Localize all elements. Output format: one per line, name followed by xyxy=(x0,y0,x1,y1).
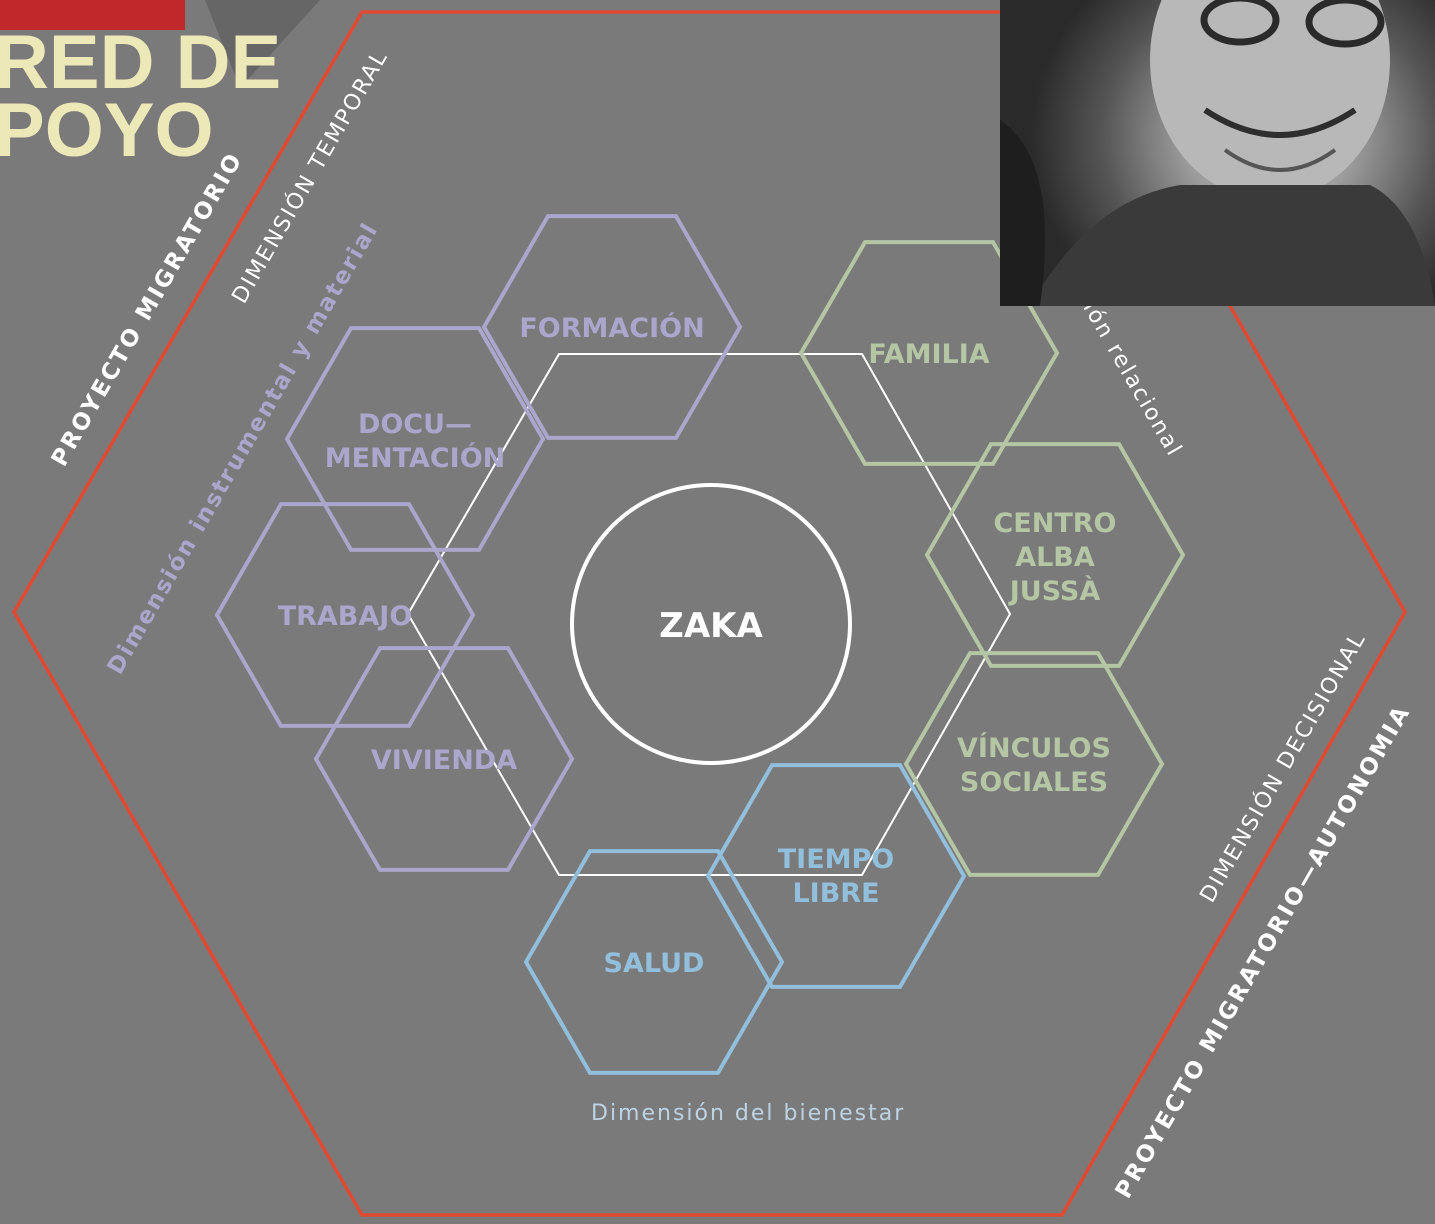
hexagon-salud xyxy=(523,849,785,1075)
hexagon-label-vinculos: SOCIALES xyxy=(960,767,1108,798)
title-block xyxy=(0,0,185,30)
portrait-photo xyxy=(1000,0,1435,306)
corner-chevron-shape xyxy=(150,0,320,88)
hexagon-label-centro: ALBA xyxy=(1015,542,1095,573)
hexagon-centro xyxy=(924,442,1186,668)
hexagon-vinculos xyxy=(903,651,1165,877)
title-line-1: RED DE xyxy=(0,20,281,105)
hexagon-label-familia: FAMILIA xyxy=(868,339,989,370)
hexagon-label-vinculos: VÍNCULOS xyxy=(957,732,1111,764)
hexagon-tiempo xyxy=(705,763,967,989)
hexagon-familia xyxy=(798,240,1060,466)
project-left-label: PROYECTO MIGRATORIO xyxy=(47,148,249,471)
hexagon-formacion xyxy=(481,214,743,440)
hexagon-label-tiempo: LIBRE xyxy=(792,878,879,909)
hexagon-label-formacion: FORMACIÓN xyxy=(519,312,704,344)
dimension-bienestar-label: Dimensión del bienestar xyxy=(591,1101,905,1126)
center-label: ZAKA xyxy=(659,606,763,646)
hexagon-trabajo xyxy=(214,502,476,728)
title-line-2: POYO xyxy=(0,88,214,173)
hexagon-label-tiempo: TIEMPO xyxy=(778,844,895,875)
hexagon-label-documentacion: DOCU— xyxy=(358,409,472,440)
dimension-decisional-label: DIMENSIÓN DECISIONAL xyxy=(1195,627,1372,907)
hexagon-label-trabajo: TRABAJO xyxy=(278,601,413,632)
center-circle xyxy=(570,483,852,765)
inner-hexagon xyxy=(406,353,1012,876)
hexagon-vivienda xyxy=(313,646,575,872)
hexagon-label-vivienda: VIVIENDA xyxy=(371,745,517,776)
hexagon-label-centro: JUSSÀ xyxy=(1008,575,1101,607)
hexagon-documentacion xyxy=(284,326,546,552)
hexagon-label-centro: CENTRO xyxy=(993,508,1116,539)
hexagon-label-documentacion: MENTACIÓN xyxy=(325,442,506,474)
hexagon-label-salud: SALUD xyxy=(604,948,705,979)
portrait-illustration xyxy=(1000,0,1435,306)
hexagon-layer: FORMACIÓN DOCU—MENTACIÓN TRABAJO VIVIENDA FA… xyxy=(214,214,1186,1075)
